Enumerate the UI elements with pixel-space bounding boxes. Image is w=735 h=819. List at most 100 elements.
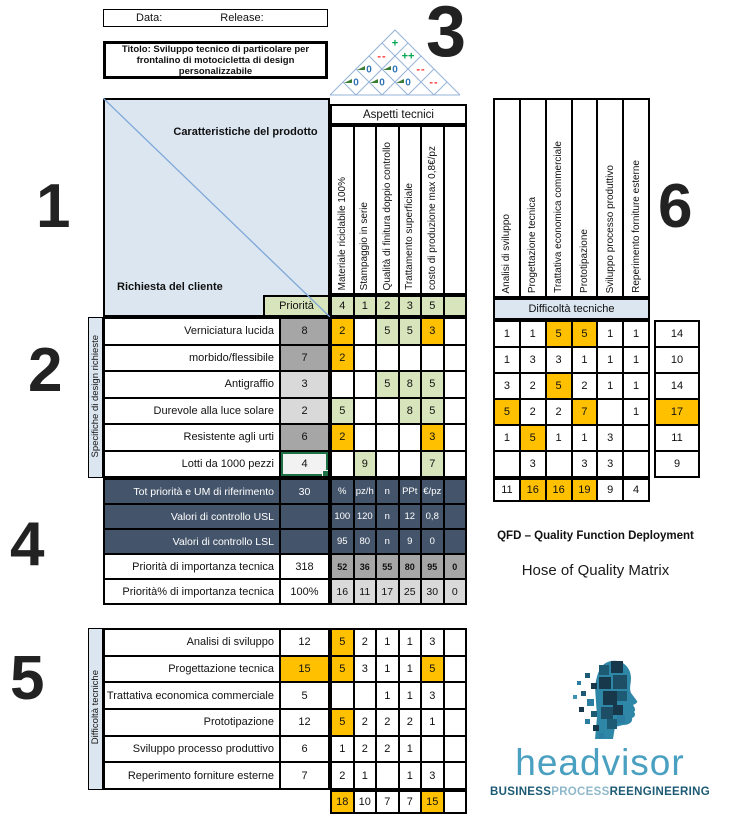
requirement-priority-cell[interactable]: 8	[281, 319, 328, 344]
relationship-cell[interactable]	[377, 451, 398, 476]
difficulty-cell[interactable]: 5	[495, 400, 519, 424]
stat-cell[interactable]: 0	[444, 580, 465, 603]
relationship-cell[interactable]	[444, 372, 465, 397]
priority-value-cell[interactable]: 1	[354, 297, 375, 315]
bottom-total-cell[interactable]: 10	[354, 792, 375, 812]
relationship-cell[interactable]	[399, 425, 420, 450]
tech-column-header[interactable]: Stampaggio in serie	[354, 127, 375, 293]
difficulty-row-label-cell[interactable]: Analisi di sviluppo	[105, 630, 279, 655]
difficulty-cell[interactable]: 1	[495, 426, 519, 450]
bottom-relationship-cell[interactable]: 1	[399, 736, 420, 762]
difficulty-row-label-cell[interactable]: Prototipazione	[105, 709, 279, 735]
bottom-relationship-cell[interactable]	[354, 683, 375, 708]
stat-cell[interactable]: 55	[377, 555, 398, 578]
stat-cell[interactable]: 120	[354, 505, 375, 528]
relationship-cell[interactable]	[354, 345, 375, 370]
relationship-cell[interactable]	[444, 319, 465, 344]
stat-cell[interactable]	[444, 530, 465, 553]
tech-column-header[interactable]	[444, 127, 465, 293]
difficulty-sum-cell[interactable]: 10	[656, 348, 698, 372]
bottom-relationship-cell[interactable]: 5	[332, 709, 353, 735]
difficulty-cell[interactable]: 1	[520, 322, 545, 346]
requirement-label-cell[interactable]: Verniciatura lucida	[105, 319, 279, 344]
difficulty-sum-cell[interactable]: 17	[656, 400, 698, 424]
difficulty-cell[interactable]: 2	[572, 374, 597, 398]
stat-cell[interactable]: 11	[354, 580, 375, 603]
difficulty-sum-cell[interactable]: 9	[656, 452, 698, 476]
difficulty-cell[interactable]	[598, 400, 623, 424]
relationship-cell[interactable]: 8	[399, 398, 420, 423]
bottom-relationship-cell[interactable]	[332, 683, 353, 708]
difficulty-row-label-cell[interactable]: Reperimento forniture esterne	[105, 763, 279, 788]
relationship-cell[interactable]: 5	[422, 398, 443, 423]
difficulty-row-label-cell[interactable]: Sviluppo processo produttivo	[105, 736, 279, 762]
stat-label-cell[interactable]: Priorità% di importanza tecnica	[105, 580, 279, 603]
stat-value-cell[interactable]: 318	[281, 555, 328, 578]
relationship-cell[interactable]: 3	[422, 425, 443, 450]
requirement-label-cell[interactable]: Lotti da 1000 pezzi	[105, 451, 279, 476]
bottom-relationship-cell[interactable]	[422, 736, 443, 762]
stat-value-cell[interactable]	[281, 505, 328, 528]
priority-value-cell[interactable]	[444, 297, 465, 315]
difficulty-cell[interactable]: 1	[624, 322, 648, 346]
bottom-relationship-cell[interactable]: 3	[422, 763, 443, 788]
stat-cell[interactable]: n	[377, 505, 398, 528]
difficulty-row-value-cell[interactable]: 5	[281, 683, 328, 708]
stat-label-cell[interactable]: Valori di controllo LSL	[105, 530, 279, 553]
difficulty-cell[interactable]: 3	[598, 426, 623, 450]
relationship-cell[interactable]: 5	[422, 372, 443, 397]
bottom-relationship-cell[interactable]	[444, 656, 465, 682]
bottom-relationship-cell[interactable]: 1	[399, 630, 420, 655]
stat-value-cell[interactable]: 100%	[281, 580, 328, 603]
difficulty-cell[interactable]: 1	[598, 322, 623, 346]
difficulty-total-cell[interactable]: 11	[495, 480, 519, 500]
difficulty-cell[interactable]: 5	[520, 426, 545, 450]
bottom-relationship-cell[interactable]: 1	[377, 683, 398, 708]
priority-value-cell[interactable]: 3	[399, 297, 420, 315]
stat-cell[interactable]: 16	[332, 580, 353, 603]
difficulty-sum-cell[interactable]: 11	[656, 426, 698, 450]
requirement-priority-cell[interactable]: 2	[281, 398, 328, 423]
difficulty-column-header[interactable]: Sviluppo processo produttivo	[598, 100, 623, 296]
difficulty-cell[interactable]: 5	[546, 374, 571, 398]
bottom-relationship-cell[interactable]: 1	[399, 656, 420, 682]
difficulty-total-cell[interactable]: 9	[598, 480, 623, 500]
difficulty-cell[interactable]: 1	[495, 322, 519, 346]
tech-column-header[interactable]: Trattamento superficiale	[399, 127, 420, 293]
relationship-cell[interactable]	[377, 425, 398, 450]
bottom-relationship-cell[interactable]: 5	[332, 630, 353, 655]
bottom-relationship-cell[interactable]: 2	[399, 709, 420, 735]
bottom-relationship-cell[interactable]: 2	[354, 709, 375, 735]
stat-cell[interactable]: 95	[332, 530, 353, 553]
stat-cell[interactable]	[444, 480, 465, 503]
requirement-priority-cell[interactable]: 4	[281, 451, 328, 476]
requirement-label-cell[interactable]: morbido/flessibile	[105, 345, 279, 370]
difficulty-cell[interactable]: 1	[495, 348, 519, 372]
requirement-priority-cell[interactable]: 6	[281, 425, 328, 450]
stat-value-cell[interactable]: 30	[281, 480, 328, 503]
difficulty-cell[interactable]: 2	[520, 400, 545, 424]
bottom-relationship-cell[interactable]: 2	[354, 736, 375, 762]
stat-label-cell[interactable]: Priorità di importanza tecnica	[105, 555, 279, 578]
relationship-cell[interactable]: 5	[399, 319, 420, 344]
relationship-cell[interactable]	[377, 345, 398, 370]
relationship-cell[interactable]	[354, 425, 375, 450]
difficulty-total-cell[interactable]: 4	[624, 480, 648, 500]
bottom-relationship-cell[interactable]: 1	[377, 630, 398, 655]
bottom-relationship-cell[interactable]	[377, 763, 398, 788]
bottom-relationship-cell[interactable]: 5	[332, 656, 353, 682]
bottom-relationship-cell[interactable]: 1	[399, 763, 420, 788]
bottom-relationship-cell[interactable]: 2	[377, 709, 398, 735]
difficulty-row-label-cell[interactable]: Trattativa economica commerciale	[105, 683, 279, 708]
difficulty-cell[interactable]: 2	[546, 400, 571, 424]
difficulty-column-header[interactable]: Prototipazione	[572, 100, 597, 296]
bottom-relationship-cell[interactable]	[444, 736, 465, 762]
difficulty-total-cell[interactable]: 16	[546, 480, 571, 500]
stat-cell[interactable]: 9	[399, 530, 420, 553]
difficulty-total-cell[interactable]: 16	[520, 480, 545, 500]
relationship-cell[interactable]	[399, 451, 420, 476]
bottom-relationship-cell[interactable]: 3	[354, 656, 375, 682]
stat-cell[interactable]: 25	[399, 580, 420, 603]
difficulty-cell[interactable]: 5	[546, 322, 571, 346]
difficulty-cell[interactable]: 1	[546, 426, 571, 450]
